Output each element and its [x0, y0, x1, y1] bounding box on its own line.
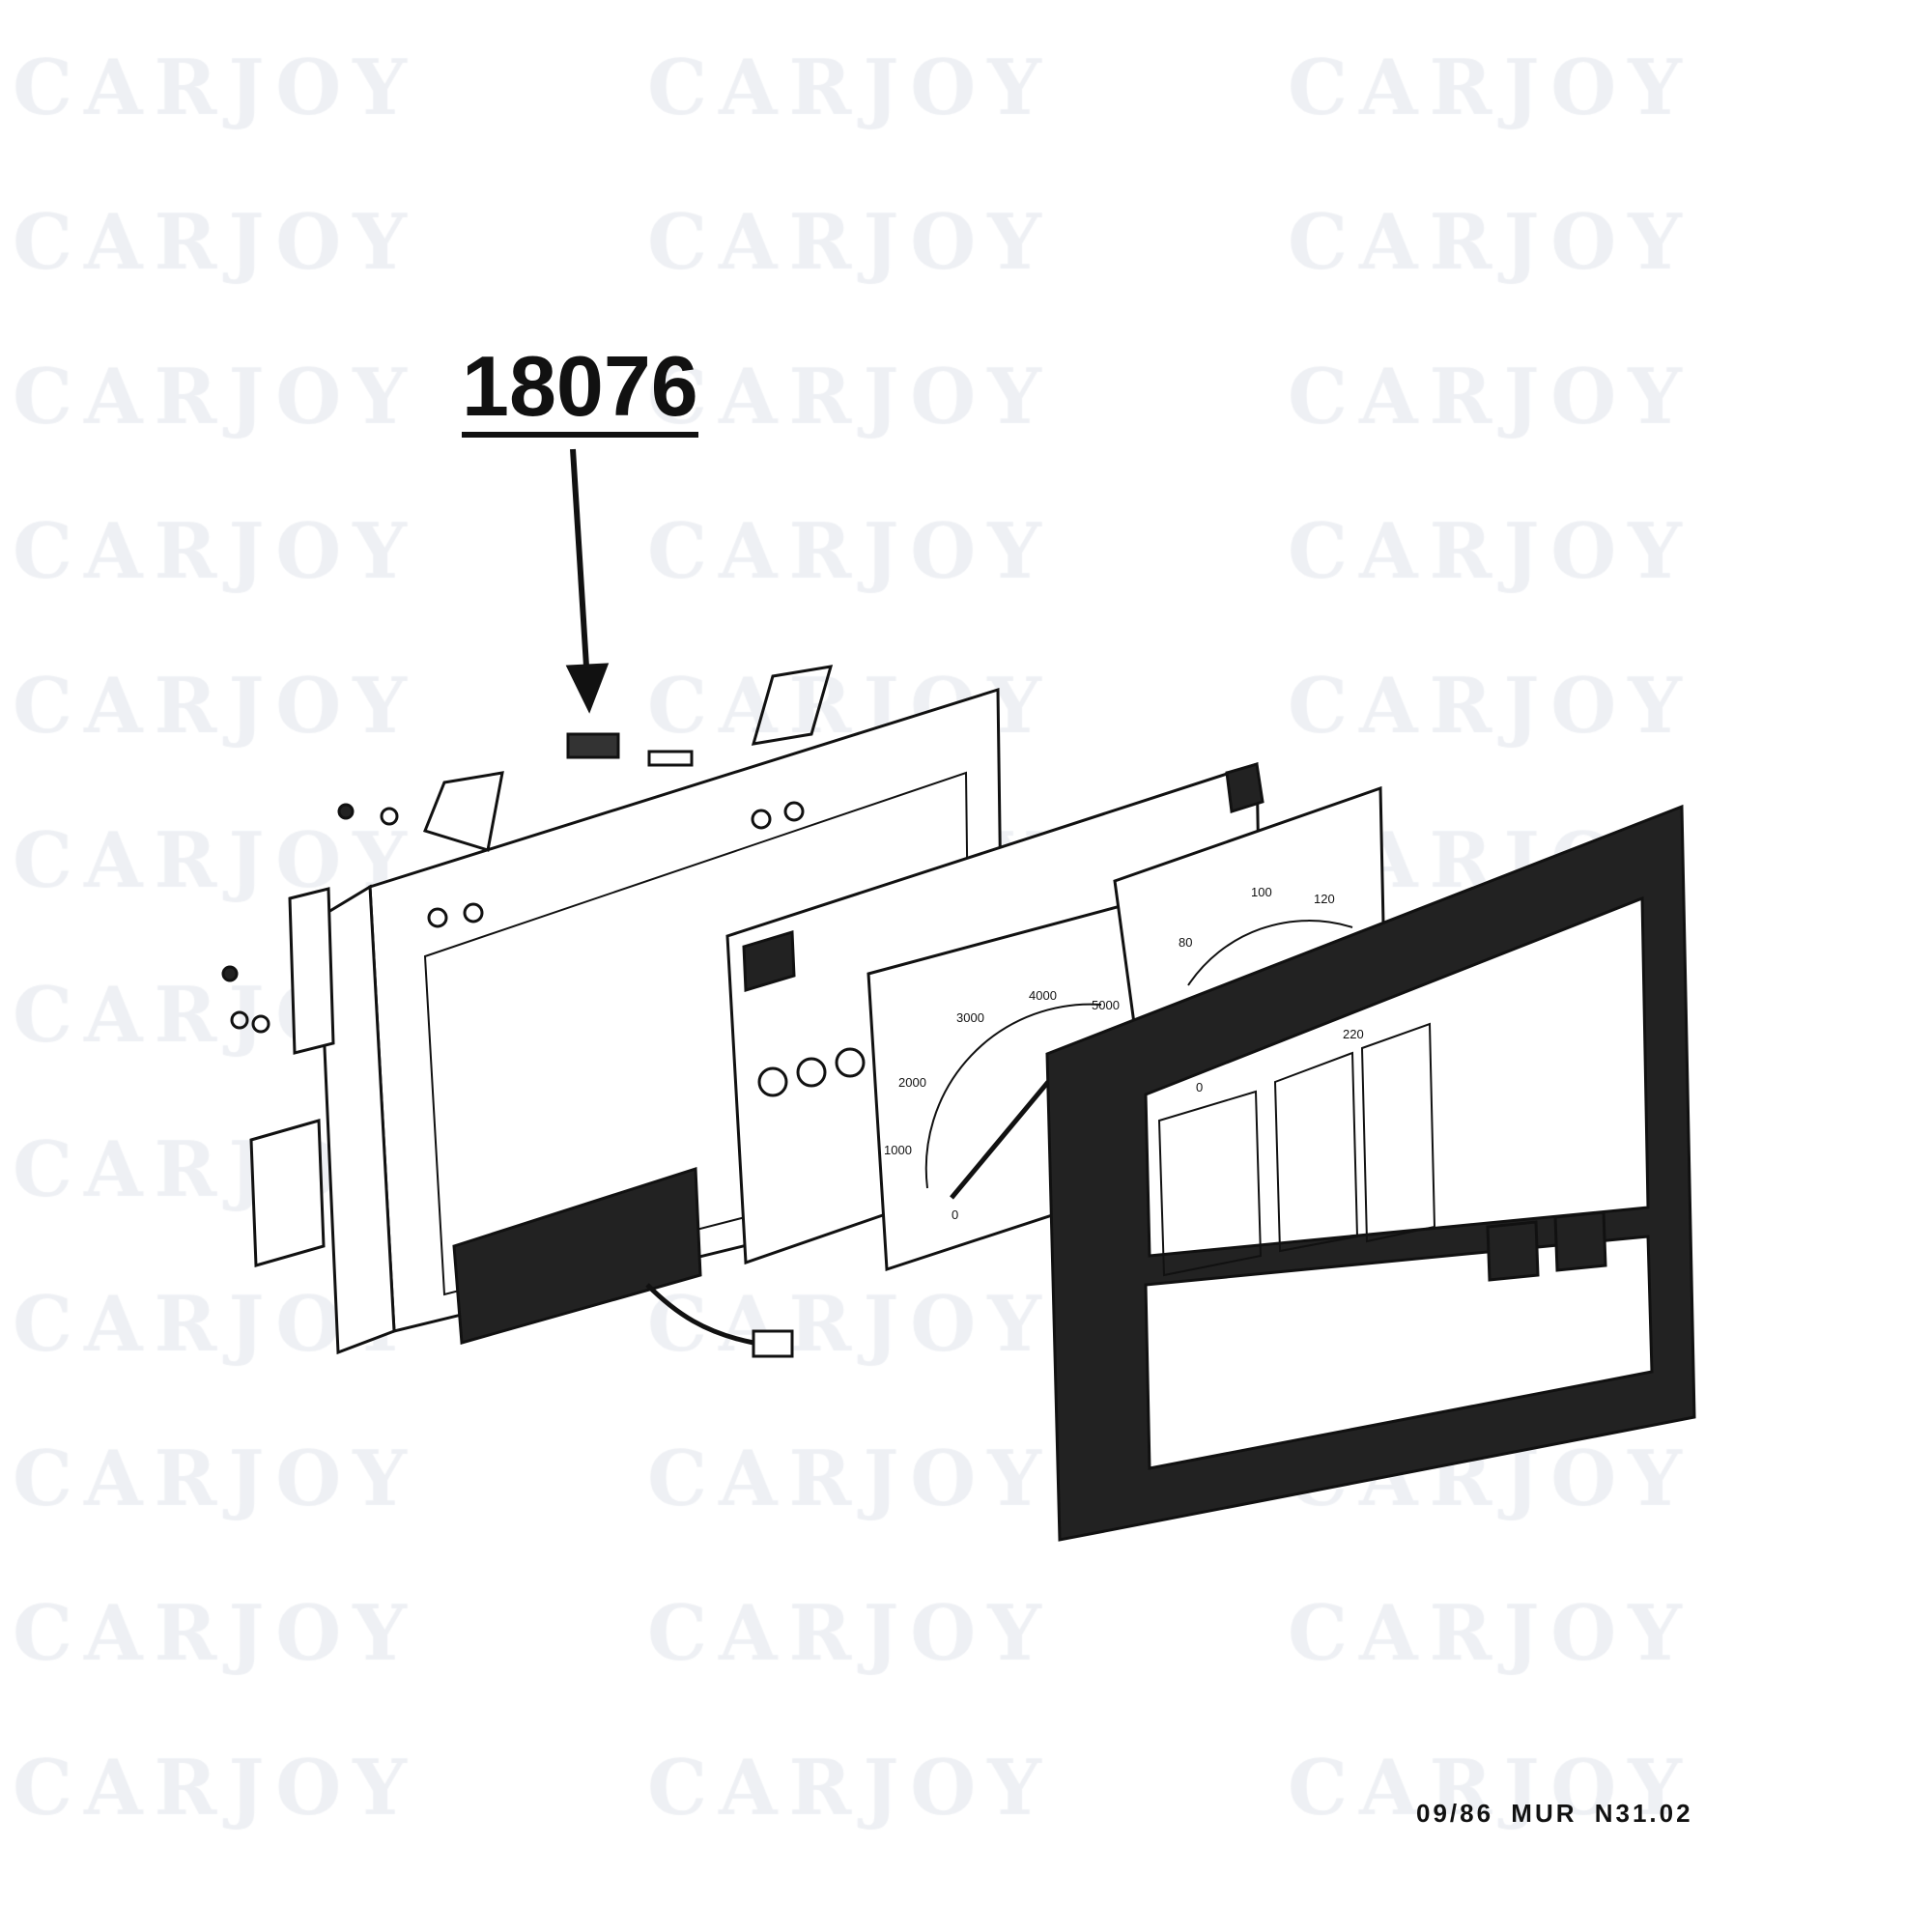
dial-scale-label: 1000 — [884, 1143, 912, 1157]
dial-scale-label: 2000 — [898, 1075, 926, 1090]
dial-scale-label: 80 — [1179, 935, 1192, 950]
dial-scale-label: 120 — [1314, 892, 1335, 906]
document-code: 09/86 MUR N31.02 — [1416, 1799, 1693, 1828]
dial-scale-label: 100 — [1251, 885, 1272, 899]
dial-scale-label: 4000 — [1029, 988, 1057, 1003]
front-bezel-frame — [1045, 804, 1696, 1542]
speedo-cable — [645, 1283, 754, 1346]
screws — [221, 803, 399, 1034]
tachometer-needle — [950, 1080, 1050, 1200]
bulb-holder-part — [566, 732, 694, 767]
dial-scale-label: 3000 — [956, 1010, 984, 1025]
dial-scale-label: 5000 — [1092, 998, 1120, 1012]
dial-labels: 1000 2000 3000 4000 5000 0 80 100 120 220 0 — [884, 885, 1364, 1222]
dial-scale-label: 0 — [1196, 1080, 1203, 1094]
cable-connector — [752, 1329, 794, 1358]
dial-scale-label: 220 — [1343, 1027, 1364, 1041]
part-number-label: 18076 — [462, 343, 698, 438]
pointer-arrow — [565, 448, 610, 714]
dial-scale-label: 0 — [952, 1208, 958, 1222]
